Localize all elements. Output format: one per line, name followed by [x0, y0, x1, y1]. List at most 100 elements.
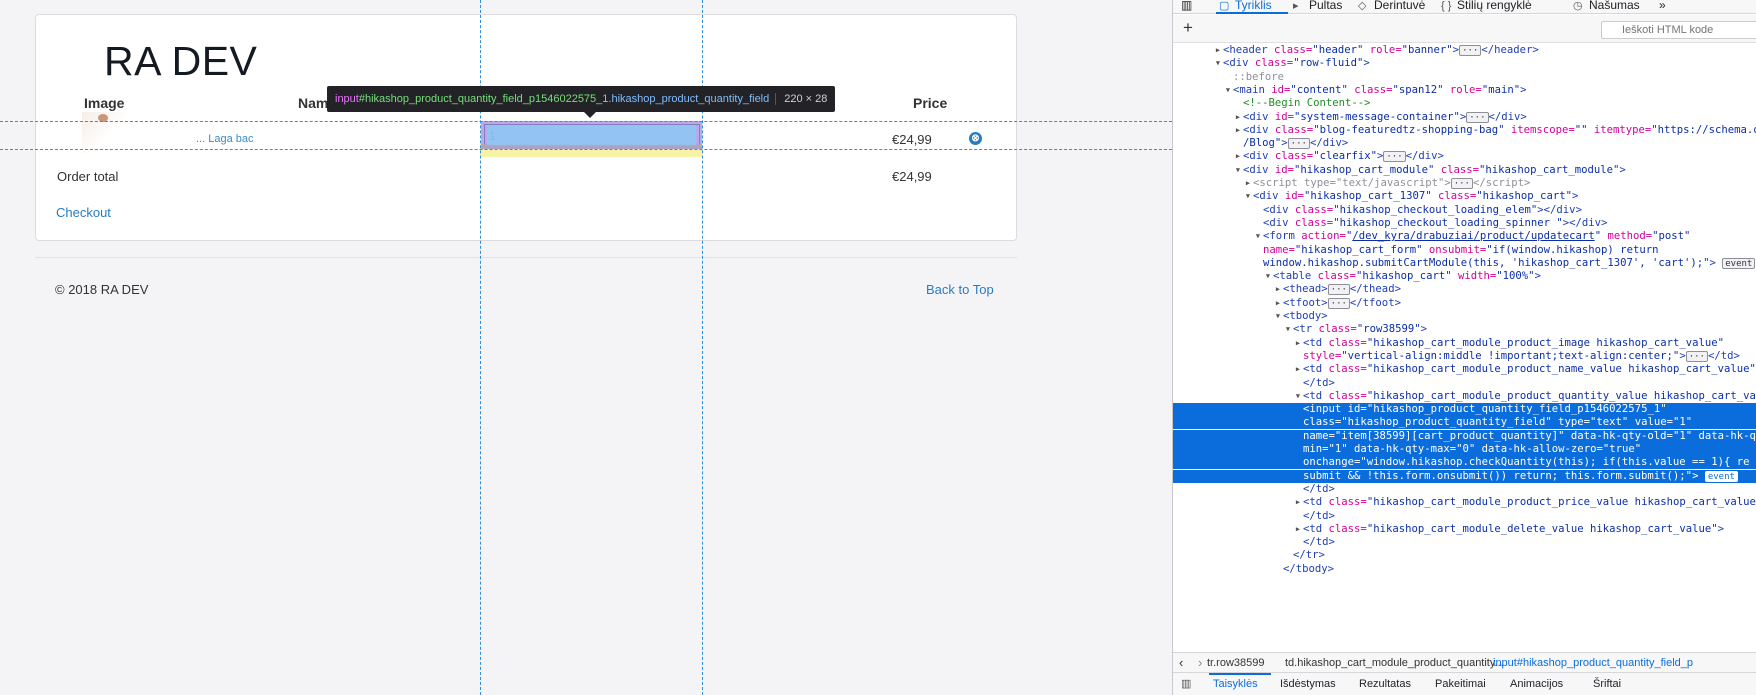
performance-icon: ◷ — [1573, 0, 1583, 12]
breadcrumb: ‹ › tr.row38599 td.hikashop_cart_module_… — [1173, 652, 1756, 672]
markup-node-selected[interactable]: name="item[38599][cart_product_quantity]… — [1173, 429, 1756, 443]
markup-node[interactable]: /Blog">···</div> — [1243, 137, 1349, 150]
devtools-panel: ▥ ▢Tyriklis ▸ Pultas ◇ Derintuvė { } Stilių… — [1172, 0, 1756, 695]
markup-node[interactable]: ▾<table class="hikashop_cart" width="100… — [1264, 270, 1541, 283]
site-title: RA DEV — [104, 38, 258, 84]
guide-line-left — [480, 0, 481, 695]
tab-computed[interactable]: Rezultatas — [1359, 678, 1411, 690]
markup-node[interactable]: ▸<td class="hikashop_cart_module_delete_… — [1294, 522, 1724, 535]
order-total-value: €24,99 — [892, 169, 932, 184]
active-tab-indicator — [1216, 12, 1288, 14]
tab-label: Stilių rengyklė — [1457, 0, 1532, 12]
markup-node[interactable]: ▸<tfoot>···</tfoot> — [1274, 296, 1401, 309]
markup-node[interactable]: ▾<main id="content" class="span12" role=… — [1224, 83, 1527, 96]
markup-node[interactable]: <!--Begin Content--> — [1243, 97, 1371, 110]
markup-node[interactable]: name="hikashop_cart_form" onsubmit="if(w… — [1263, 243, 1659, 256]
markup-node-selected[interactable]: min="1" data-hk-qty-max="0" data-hk-allo… — [1173, 443, 1756, 456]
markup-node[interactable]: ▸<script type="text/javascript">···</scr… — [1244, 177, 1531, 189]
markup-node[interactable]: ▸<header class="header" role="banner">··… — [1214, 44, 1539, 56]
more-tabs-icon[interactable]: » — [1659, 0, 1666, 12]
markup-node[interactable]: <div class="hikashop_checkout_loading_sp… — [1263, 216, 1608, 229]
back-to-top-link[interactable]: Back to Top — [926, 282, 994, 297]
tab-label: Pultas — [1309, 0, 1343, 12]
breadcrumb-item[interactable]: td.hikashop_cart_module_product_quantity… — [1285, 657, 1504, 669]
markup-node[interactable]: ▾<div id="hikashop_cart_1307" class="hik… — [1244, 190, 1579, 203]
checkout-link[interactable]: Checkout — [56, 205, 111, 220]
copyright-text: © 2018 RA DEV — [55, 282, 149, 297]
highlight-content — [487, 125, 696, 145]
markup-node-selected[interactable]: class="hikashop_product_quantity_field" … — [1173, 416, 1756, 430]
markup-node-selected[interactable]: <input id="hikashop_product_quantity_fie… — [1173, 403, 1756, 417]
dock-toggle-icon[interactable]: ▥ — [1181, 0, 1193, 12]
tab-fonts[interactable]: Šriftai — [1593, 678, 1622, 690]
page-viewport: RA DEV Image Nam Price ... Laga bac €24,… — [0, 0, 1172, 695]
console-icon: ▸ — [1293, 0, 1299, 12]
column-header-name: Nam — [298, 95, 329, 111]
markup-node[interactable]: </tbody> — [1283, 562, 1335, 575]
breadcrumb-item-active[interactable]: input#hikashop_product_quantity_field_p — [1493, 657, 1693, 669]
markup-node[interactable]: ▸<td class="hikashop_cart_module_product… — [1294, 336, 1724, 349]
markup-node[interactable]: </td> — [1303, 482, 1335, 495]
breadcrumb-item[interactable]: tr.row38599 — [1207, 657, 1265, 669]
tab-label: Derintuvė — [1374, 0, 1426, 12]
tooltip-class: .hikashop_product_quantity_field — [608, 93, 770, 105]
markup-node[interactable]: window.hikashop.submitCartModule(this, '… — [1173, 257, 1756, 270]
chevron-right-icon[interactable]: › — [1198, 655, 1203, 670]
product-thumbnail[interactable] — [82, 112, 126, 154]
markup-view[interactable]: ▸<header class="header" role="banner">··… — [1173, 44, 1756, 649]
row-price: €24,99 — [892, 132, 932, 147]
markup-node[interactable]: ▸<div class="blog-featuredtz-shopping-ba… — [1234, 123, 1756, 136]
delete-item-icon[interactable]: ⊗ — [969, 132, 982, 145]
tooltip-id: #hikashop_product_quantity_field_p154602… — [358, 93, 609, 105]
markup-node[interactable]: ▾<div id="hikashop_cart_module" class="h… — [1234, 163, 1626, 176]
markup-node[interactable]: ▸<td class="hikashop_cart_module_product… — [1294, 363, 1756, 376]
markup-node[interactable]: </td> — [1303, 509, 1335, 522]
tab-console[interactable]: ▸ Pultas — [1293, 0, 1342, 12]
markup-node[interactable]: ▾<div class="row-fluid"> — [1214, 57, 1370, 70]
markup-node[interactable]: ▾<td class="hikashop_cart_module_product… — [1294, 389, 1756, 402]
markup-node[interactable]: ▸<td class="hikashop_cart_module_product… — [1294, 496, 1756, 509]
tab-changes[interactable]: Pakeitimai — [1435, 678, 1486, 690]
markup-node[interactable]: <div class="hikashop_checkout_loading_el… — [1263, 203, 1582, 216]
tab-rules[interactable]: Taisyklės — [1213, 678, 1258, 690]
markup-node[interactable]: </tr> — [1293, 549, 1325, 562]
debugger-icon: ◇ — [1358, 0, 1367, 12]
thumbnail-detail — [98, 114, 108, 122]
add-node-icon[interactable]: + — [1183, 18, 1193, 37]
markup-node[interactable]: </td> — [1303, 536, 1335, 549]
guide-line-top — [0, 121, 1172, 122]
tab-label: Našumas — [1589, 0, 1640, 12]
html-search-input[interactable] — [1601, 21, 1756, 39]
inspector-icon: ▢ — [1219, 0, 1230, 12]
sidebar-tab-bar: ▥ Taisyklės Išdėstymas Rezultatas Pakeit… — [1173, 672, 1756, 695]
order-total-label: Order total — [57, 169, 119, 184]
tab-performance[interactable]: ◷ Našumas — [1573, 0, 1640, 12]
markup-node-selected[interactable]: onchange="window.hikashop.checkQuantity(… — [1173, 456, 1756, 470]
tab-debugger[interactable]: ◇ Derintuvė — [1358, 0, 1425, 12]
markup-node-selected[interactable]: submit && !this.form.onsubmit()) return;… — [1173, 469, 1756, 483]
tooltip-dimensions: 220 × 28 — [775, 93, 828, 105]
markup-node[interactable]: ▾<tbody> — [1274, 310, 1328, 322]
style-editor-icon: { } — [1441, 0, 1452, 12]
tab-inspector[interactable]: ▢Tyriklis — [1219, 0, 1272, 12]
tooltip-tag: input — [335, 93, 359, 105]
inspector-toolbar: + ⌕ — [1173, 15, 1756, 43]
tab-layout[interactable]: Išdėstymas — [1280, 678, 1336, 690]
markup-node[interactable]: </td> — [1303, 376, 1335, 389]
markup-node[interactable]: ▾<form action="/dev_kyra/drabuziai/produ… — [1254, 230, 1691, 243]
guide-line-right — [702, 0, 703, 695]
markup-node[interactable]: style="vertical-align:middle !important;… — [1303, 349, 1740, 362]
markup-node[interactable]: ▸<thead>···</thead> — [1274, 283, 1401, 296]
markup-node[interactable]: ▸<div class="clearfix">···</div> — [1234, 150, 1444, 163]
tab-animations[interactable]: Animacijos — [1510, 678, 1564, 690]
markup-node[interactable]: ▾<tr class="row38599"> — [1284, 323, 1427, 336]
element-tooltip: input#hikashop_product_quantity_field_p1… — [327, 86, 836, 112]
markup-node[interactable]: ▸<div id="system-message-container">···<… — [1234, 110, 1527, 123]
toggle-pane-icon[interactable]: ▥ — [1181, 678, 1192, 690]
product-name-link[interactable]: ... Laga bac — [196, 133, 254, 145]
markup-node[interactable]: ::before — [1233, 70, 1285, 83]
guide-line-bottom — [0, 149, 1172, 150]
tab-style-editor[interactable]: { } Stilių rengyklė — [1441, 0, 1532, 12]
chevron-left-icon[interactable]: ‹ — [1179, 655, 1184, 670]
column-header-image: Image — [84, 95, 125, 111]
